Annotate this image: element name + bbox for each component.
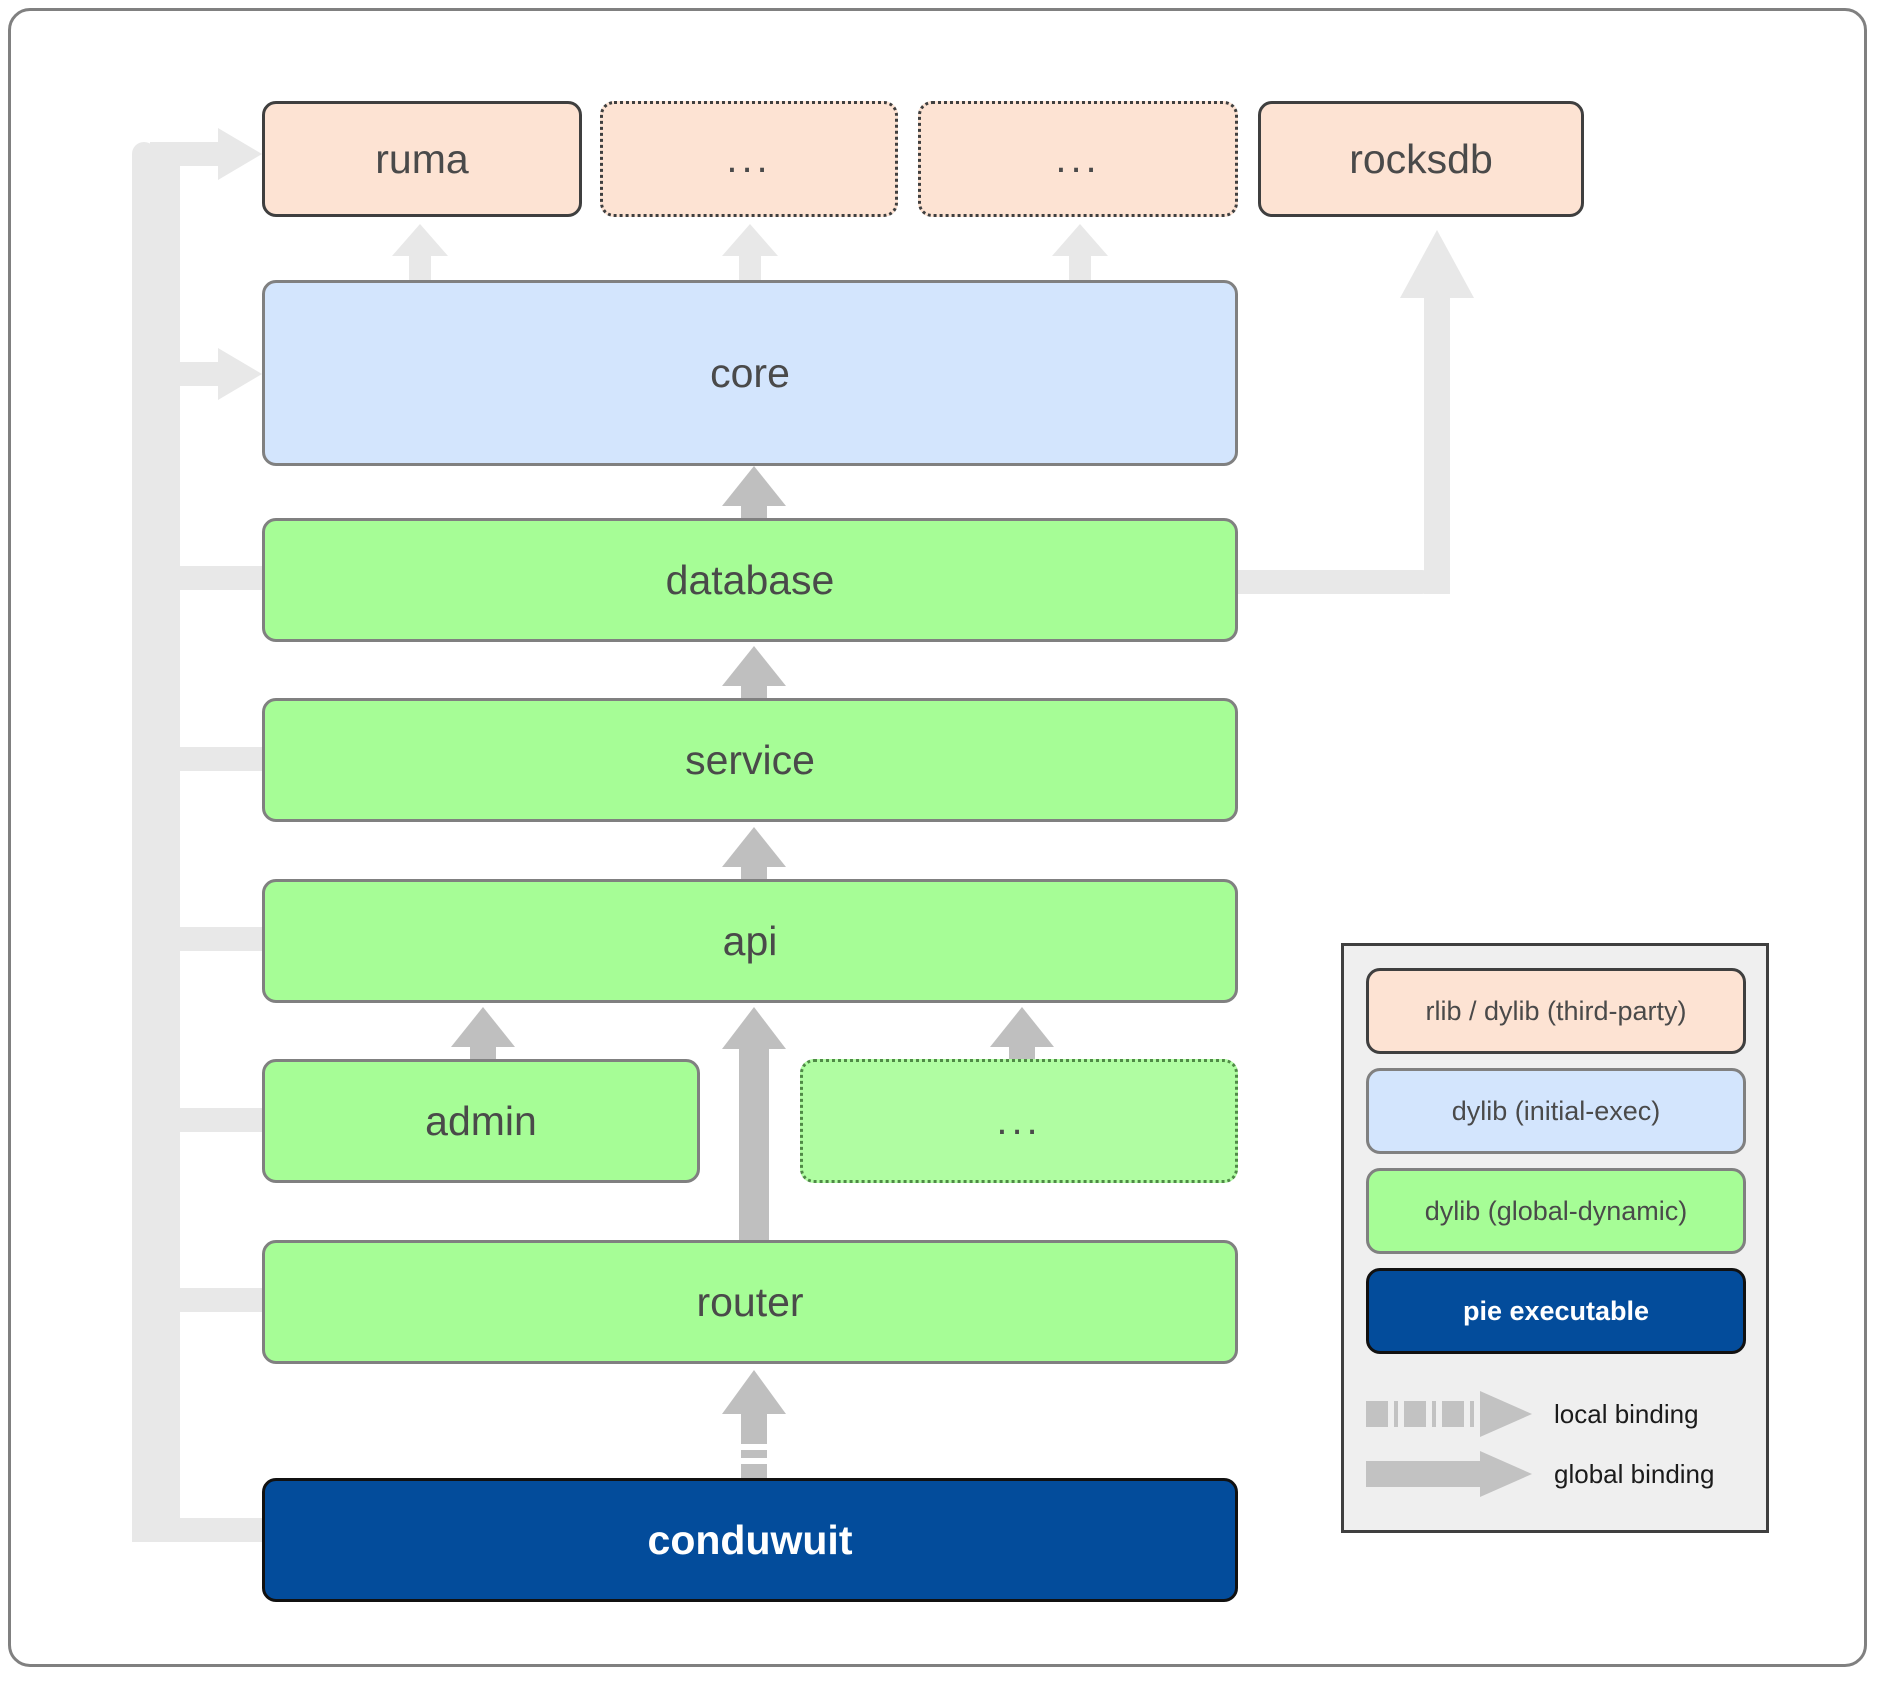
legend-item-initial-exec-label: dylib (initial-exec) (1451, 1095, 1661, 1126)
node-admin[interactable]: admin (262, 1059, 700, 1183)
legend-item-pie-executable-label: pie executable (1462, 1295, 1650, 1326)
node-ext2[interactable]: ... (918, 101, 1238, 217)
core-to-ext1-arrow (722, 224, 778, 284)
bus-branch-admin (156, 1108, 266, 1132)
local-binding-arrow-icon (1366, 1391, 1532, 1437)
node-rocksdb[interactable]: rocksdb (1258, 101, 1584, 217)
node-service-label: service (685, 736, 815, 783)
node-router-label: router (696, 1278, 804, 1325)
router-to-api-arrow (722, 1007, 786, 1252)
node-service[interactable]: service (262, 698, 1238, 822)
global-binding-arrow-icon (1366, 1451, 1532, 1497)
legend-binding-local-label: local binding (1554, 1398, 1699, 1429)
legend-binding-local: local binding (1366, 1384, 1752, 1444)
node-ext1[interactable]: ... (600, 101, 898, 217)
legend-item-pie-executable: pie executable (1366, 1268, 1746, 1354)
legend-binding-global: global binding (1366, 1444, 1752, 1504)
bus-branch-ruma-arrow (150, 128, 262, 180)
node-ext2-label: ... (1055, 137, 1101, 181)
core-to-ext2-arrow (1052, 224, 1108, 284)
node-admin-label: admin (425, 1097, 537, 1144)
node-ext1-label: ... (726, 137, 772, 181)
legend-item-third-party-label: rlib / dylib (third-party) (1425, 995, 1687, 1026)
legend-item-global-dynamic: dylib (global-dynamic) (1366, 1168, 1746, 1254)
bus-branch-api (156, 927, 266, 951)
conduwuit-bus-bottom (132, 1518, 262, 1542)
node-svcmore-label: ... (996, 1099, 1042, 1143)
bus-branch-database (156, 566, 266, 590)
conduwuit-to-router-arrow (722, 1370, 786, 1490)
node-conduwuit-label: conduwuit (647, 1516, 853, 1563)
legend-item-third-party: rlib / dylib (third-party) (1366, 968, 1746, 1054)
bus-branch-service (156, 747, 266, 771)
database-to-rocksdb-arrow (1400, 230, 1474, 594)
node-ruma-label: ruma (375, 135, 469, 182)
legend-item-initial-exec: dylib (initial-exec) (1366, 1068, 1746, 1154)
node-conduwuit[interactable]: conduwuit (262, 1478, 1238, 1602)
node-router[interactable]: router (262, 1240, 1238, 1364)
node-database[interactable]: database (262, 518, 1238, 642)
node-database-label: database (665, 556, 835, 603)
node-core[interactable]: core (262, 280, 1238, 466)
admin-to-api-arrow (451, 1007, 515, 1079)
bus-branch-router (156, 1288, 266, 1312)
legend-panel: rlib / dylib (third-party) dylib (initia… (1341, 943, 1769, 1533)
legend-binding-global-label: global binding (1554, 1458, 1715, 1489)
node-api-label: api (722, 917, 778, 964)
node-core-label: core (710, 349, 790, 396)
bus-branch-core-arrow (150, 348, 262, 400)
node-api[interactable]: api (262, 879, 1238, 1003)
core-to-ruma-arrow (392, 224, 448, 284)
node-ruma[interactable]: ruma (262, 101, 582, 217)
node-svcmore[interactable]: ... (800, 1059, 1238, 1183)
database-to-rocksdb-horizontal (1238, 570, 1434, 594)
legend-item-global-dynamic-label: dylib (global-dynamic) (1424, 1195, 1688, 1226)
node-rocksdb-label: rocksdb (1349, 135, 1493, 182)
